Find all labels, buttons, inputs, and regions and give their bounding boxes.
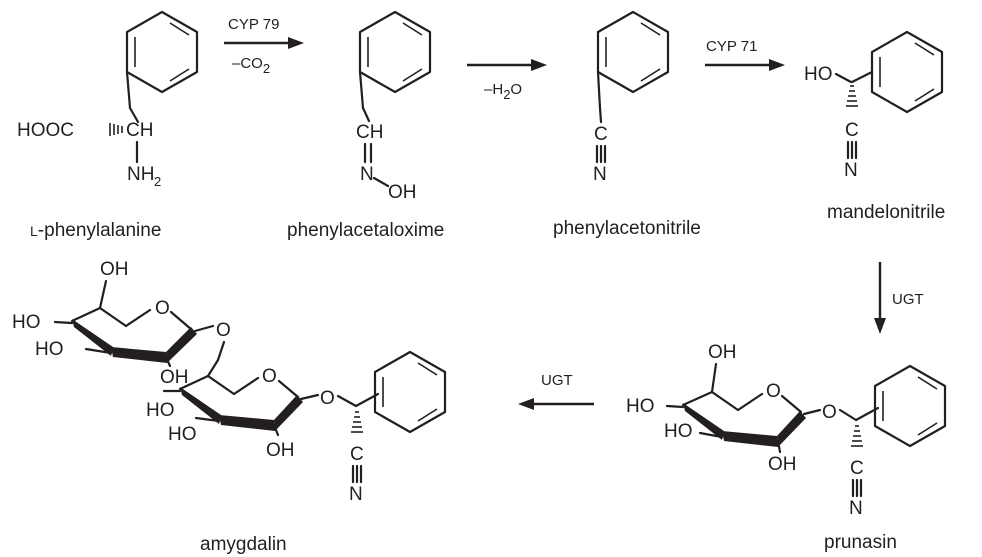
bold-ring-edge	[777, 411, 806, 447]
l-prefix: L	[30, 223, 38, 239]
bold-ring-edge	[274, 395, 303, 431]
reaction-arrow-2: –H2O	[467, 59, 547, 102]
ch2oh-bond	[710, 362, 718, 394]
n-label: N	[844, 160, 858, 181]
ho3-label: HO	[146, 400, 175, 421]
byproduct-h2o: –H2O	[484, 81, 522, 102]
oh-top-label: OH	[708, 342, 737, 363]
reaction-arrow-3: CYP 71	[705, 38, 785, 71]
bond	[125, 70, 132, 110]
c-label: C	[850, 458, 864, 479]
bold-ring-edge	[683, 403, 724, 440]
hashed-bond	[846, 85, 858, 107]
amygdalin-name: amygdalin	[200, 534, 287, 555]
ho2-label: HO	[35, 339, 64, 360]
link-o-label: O	[822, 402, 837, 423]
bold-ring-edge	[722, 431, 778, 447]
oh-mid-label: OH	[160, 367, 189, 388]
mandelonitrile-name: mandelonitrile	[827, 202, 945, 223]
name-rest: -phenylalanine	[38, 220, 162, 241]
phenylacetaloxime-name: phenylacetaloxime	[287, 220, 444, 241]
c-label: C	[594, 124, 608, 145]
oh-bottom-label: OH	[266, 440, 295, 461]
benzene-ring	[870, 30, 944, 114]
benzene-ring	[373, 350, 447, 434]
hashed-bond	[109, 123, 123, 136]
benzene-ring	[596, 10, 670, 94]
phenylalanine-name: L-phenylalanine	[30, 220, 161, 241]
bold-ring-edge	[166, 327, 197, 363]
ho4-label: HO	[168, 424, 197, 445]
c-label: C	[845, 120, 859, 141]
byproduct-co2: –CO2	[232, 55, 270, 76]
bold-ring-edge	[111, 347, 167, 363]
benzene-ring	[873, 364, 947, 448]
reaction-arrow-1: CYP 79 –CO2	[224, 16, 304, 76]
c-label: C	[350, 444, 364, 465]
ch-label: CH	[356, 122, 383, 143]
reaction-arrow-5: UGT	[518, 372, 594, 410]
oh-label: OH	[388, 182, 417, 203]
hashed-bond	[351, 411, 363, 433]
n-label: N	[349, 484, 363, 505]
prunasin-name: prunasin	[824, 532, 897, 553]
bond	[128, 106, 140, 124]
phenylacetonitrile-structure: C N phenylacetonitrile	[553, 10, 701, 239]
enzyme-ugt-2: UGT	[541, 372, 573, 389]
enzyme-cyp71: CYP 71	[706, 38, 757, 55]
ho2-label: HO	[664, 421, 693, 442]
amygdalin-structure: OH O HO HO OH O O HO HO OH	[12, 259, 447, 555]
reaction-arrow-4: UGT	[874, 262, 924, 334]
phenylacetonitrile-name: phenylacetonitrile	[553, 218, 701, 239]
oh-top-label: OH	[100, 259, 129, 280]
ring-o-label: O	[766, 381, 781, 402]
oh-bottom-label: OH	[768, 454, 797, 475]
ho-label: HO	[804, 64, 833, 85]
phenylalanine-structure: HOOC CH NH 2 L-phenylalanine	[17, 10, 199, 241]
n-label: N	[360, 164, 374, 185]
ch-label: CH	[126, 120, 153, 141]
benzene-ring	[125, 10, 199, 94]
ho1-label: HO	[12, 312, 41, 333]
bold-ring-edge	[219, 415, 275, 431]
ring-double-bond	[169, 22, 190, 36]
hashed-bond	[851, 425, 863, 447]
nh-subscript: 2	[154, 174, 161, 189]
ring-o-label: O	[155, 298, 170, 319]
bold-ring-edge	[72, 319, 113, 356]
mandelonitrile-structure: HO C N mandelonitrile	[804, 30, 945, 223]
nh-label: NH	[127, 164, 154, 185]
phenylacetaloxime-structure: CH N OH phenylacetaloxime	[287, 10, 444, 241]
ho1-label: HO	[626, 396, 655, 417]
n-label: N	[593, 164, 607, 185]
link-o1-label: O	[216, 320, 231, 341]
enzyme-cyp79: CYP 79	[228, 16, 279, 33]
hooc-label: HOOC	[17, 120, 74, 141]
ring-double-bond	[169, 68, 190, 82]
ring-o2-label: O	[262, 366, 277, 387]
enzyme-ugt-1: UGT	[892, 291, 924, 308]
prunasin-structure: OH O HO HO OH O C N	[626, 342, 947, 553]
n-label: N	[849, 498, 863, 519]
link-o2-label: O	[320, 388, 335, 409]
bold-ring-edge	[180, 387, 221, 424]
benzene-ring	[358, 10, 432, 94]
